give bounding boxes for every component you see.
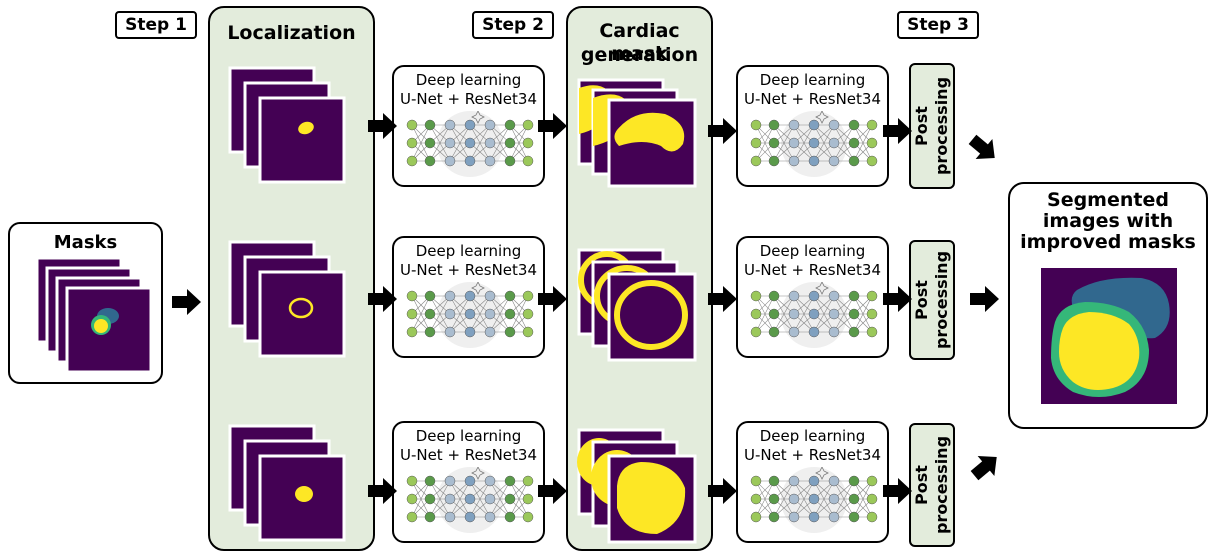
arrow-dl-to-cardiac-3 [538, 478, 567, 504]
deep-learning-model: U-Net + ResNet34 [399, 446, 538, 464]
deep-learning-model: U-Net + ResNet34 [399, 90, 538, 108]
arrow-post-to-result-2 [970, 286, 999, 312]
deep-learning-model: U-Net + ResNet34 [743, 446, 882, 464]
cardiac-stack-1 [577, 78, 697, 188]
arrow-cardiac-to-dl-2 [708, 286, 737, 312]
neural-network-icon [406, 467, 534, 533]
step-3-label: Step 3 [897, 11, 979, 39]
deep-learning-model: U-Net + ResNet34 [399, 261, 538, 279]
localization-stack-1 [228, 66, 346, 184]
arrow-dl-to-post-3 [883, 478, 912, 504]
deep-learning-model: U-Net + ResNet34 [743, 90, 882, 108]
post-processing-line2: processing [932, 250, 951, 350]
cardiac-mask-title-line2: generation [580, 44, 699, 66]
arrow-dl-to-cardiac-1 [538, 113, 567, 139]
post-processing-line1: Post [912, 280, 931, 320]
input-masks-box: Masks [8, 222, 163, 384]
cardiac-stack-2 [577, 248, 697, 362]
post-processing-line1: Post [912, 106, 931, 146]
localization-stack-3 [228, 424, 346, 542]
input-masks-title: Masks [53, 232, 118, 253]
neural-network-icon [750, 111, 878, 177]
arrow-post-to-result-3 [970, 456, 997, 481]
neural-network-icon [406, 282, 534, 348]
arrow-localization-to-dl-2 [368, 286, 397, 312]
deep-learning-title: Deep learning [415, 427, 522, 445]
step-2-label: Step 2 [472, 11, 554, 39]
post-processing-line1: Post [912, 465, 931, 505]
result-title-line3: improved masks [1020, 231, 1196, 253]
neural-network-icon [750, 282, 878, 348]
result-title-line1: Segmented [1047, 189, 1169, 211]
arrow-dl-to-cardiac-2 [538, 286, 567, 312]
result-box: Segmented images with improved masks [1008, 182, 1208, 429]
arrow-dl-to-post-1 [883, 118, 912, 144]
input-mask-stack [35, 256, 153, 374]
deep-learning-title: Deep learning [759, 242, 866, 260]
arrow-cardiac-to-dl-1 [708, 118, 737, 144]
step-1-label: Step 1 [115, 11, 197, 39]
arrow-cardiac-to-dl-3 [708, 478, 737, 504]
segmented-result-image [1041, 268, 1177, 404]
arrow-localization-to-dl-3 [368, 478, 397, 504]
deep-learning-title: Deep learning [759, 427, 866, 445]
deep-learning-title: Deep learning [415, 71, 522, 89]
neural-network-icon [406, 111, 534, 177]
arrow-dl-to-post-2 [883, 286, 912, 312]
cardiac-mask-title-line1: Cardiac mask [599, 20, 680, 65]
localization-title: Localization [227, 22, 356, 44]
post-processing-line2: processing [932, 435, 951, 535]
cardiac-stack-3 [577, 428, 697, 544]
deep-learning-title: Deep learning [415, 242, 522, 260]
deep-learning-title: Deep learning [759, 71, 866, 89]
localization-stack-2 [228, 240, 346, 358]
result-title-line2: images with [1042, 210, 1174, 232]
arrow-input-to-localization [172, 289, 201, 315]
post-processing-line2: processing [932, 76, 951, 176]
arrow-post-to-result-1 [968, 134, 995, 159]
neural-network-icon [750, 467, 878, 533]
deep-learning-model: U-Net + ResNet34 [743, 261, 882, 279]
arrow-localization-to-dl-1 [368, 113, 397, 139]
